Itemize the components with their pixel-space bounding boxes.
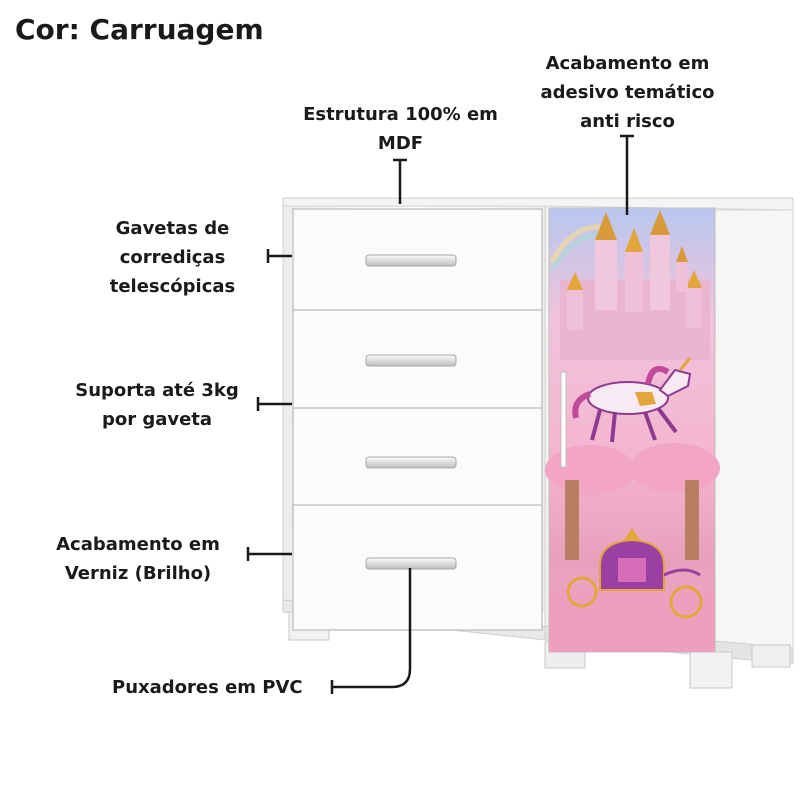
callout-verniz-line-1: Acabamento em (56, 534, 220, 555)
callout-puxadores: Puxadores em PVC (112, 673, 322, 702)
product-color-title: Cor: Carruagem (15, 13, 264, 46)
callout-suporta: Suporta até 3kg por gaveta (62, 376, 252, 434)
callout-acabamento-adesivo-line-3: anti risco (580, 111, 675, 132)
callout-acabamento-adesivo-line-1: Acabamento em (545, 53, 710, 74)
drawer-3 (292, 407, 543, 524)
callout-gavetas-line-2: corrediças (119, 247, 226, 268)
unicorn-icon (572, 357, 692, 443)
callout-verniz: Acabamento em Verniz (Brilho) (38, 530, 238, 588)
callout-gavetas-line-3: telescópicas (109, 276, 236, 297)
drawer-4 (292, 504, 543, 631)
drawer-2 (292, 309, 543, 419)
themed-door (545, 207, 720, 653)
drawer-4-handle (365, 557, 457, 570)
callout-estrutura: Estrutura 100% em MDF (298, 100, 503, 158)
castle-icon (560, 210, 710, 360)
callout-suporta-line-2: por gaveta (101, 409, 213, 430)
forest-background (545, 443, 720, 652)
door-side-handle (560, 371, 567, 468)
callout-acabamento-adesivo: Acabamento em adesivo temático anti risc… (525, 49, 730, 136)
drawer-3-handle (365, 456, 457, 469)
callout-acabamento-adesivo-line-2: adesivo temático (540, 82, 715, 103)
drawer-1-handle (365, 254, 457, 267)
callout-suporta-line-1: Suporta até 3kg (75, 380, 239, 401)
callout-estrutura-line-2: MDF (377, 133, 424, 154)
callout-gavetas: Gavetas de corrediças telescópicas (85, 214, 260, 301)
callout-puxadores-line-1: Puxadores em PVC (112, 677, 303, 698)
callout-leader-lines (246, 134, 634, 694)
carriage-icon (566, 528, 703, 619)
callout-gavetas-line-1: Gavetas de (115, 218, 230, 239)
drawer-1 (292, 208, 543, 312)
callout-verniz-line-2: Verniz (Brilho) (64, 563, 212, 584)
drawer-2-handle (365, 354, 457, 367)
callout-estrutura-line-1: Estrutura 100% em (303, 104, 498, 125)
